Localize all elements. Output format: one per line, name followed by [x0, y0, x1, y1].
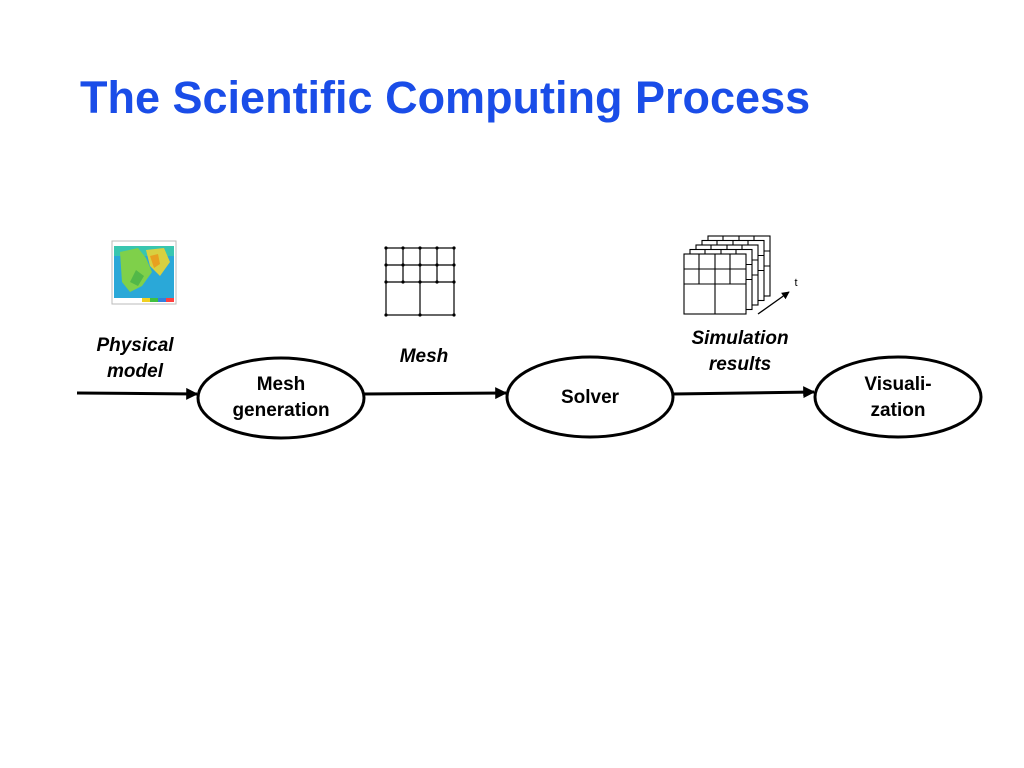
solver-text: Solver	[560, 387, 620, 408]
slide-title: The Scientific Computing Process	[80, 72, 811, 123]
visualization-text: Visuali- zation	[864, 374, 932, 421]
time-axis-label: t	[794, 277, 798, 289]
physical-model-image	[111, 240, 177, 305]
mesh-generation-text: Mesh generation	[232, 374, 330, 421]
simulation-results-stack	[683, 235, 771, 315]
mesh-label: Mesh	[399, 346, 449, 367]
time-arrow	[757, 291, 790, 315]
arrow-input	[76, 387, 199, 400]
solver-node	[505, 355, 675, 439]
mesh-generation-node	[196, 356, 366, 440]
simulation-results-label: Simulation results	[691, 328, 789, 375]
visualization-node	[813, 355, 983, 439]
arrow-solver-to-visualization	[672, 386, 816, 399]
arrow-meshgen-to-solver	[362, 387, 508, 400]
mesh-icon	[384, 246, 456, 317]
physical-model-label: Physical model	[96, 335, 174, 382]
